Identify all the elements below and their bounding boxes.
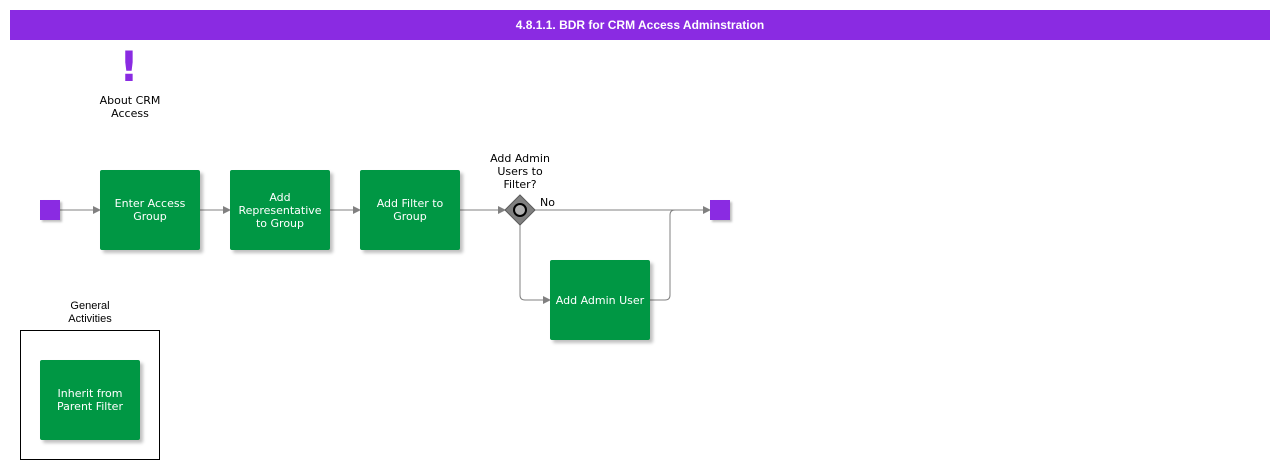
task-enter-access-group[interactable]: Enter Access Group — [100, 170, 200, 250]
task-add-representative[interactable]: Add Representative to Group — [230, 170, 330, 250]
diagram-title: 4.8.1.1. BDR for CRM Access Adminstratio… — [10, 10, 1270, 40]
gateway-question-label: Add Admin Users to Filter? — [490, 152, 550, 191]
task-add-filter[interactable]: Add Filter to Group — [360, 170, 460, 250]
flow-gateway-to-admin — [519, 225, 551, 304]
flow-admin-to-end — [650, 209, 676, 301]
task-add-admin-user[interactable]: Add Admin User — [550, 260, 650, 340]
start-event[interactable] — [40, 200, 60, 220]
exclusive-gateway — [504, 194, 536, 226]
task-inherit-filter[interactable]: Inherit from Parent Filter — [40, 360, 140, 440]
about-crm-access-label: About CRM Access — [99, 94, 161, 120]
exclamation-icon: ! — [119, 42, 139, 91]
general-activities-group — [20, 330, 160, 460]
end-event[interactable] — [710, 200, 730, 220]
general-activities-label: General Activities — [68, 300, 112, 325]
gateway-no-label: No — [540, 196, 555, 209]
